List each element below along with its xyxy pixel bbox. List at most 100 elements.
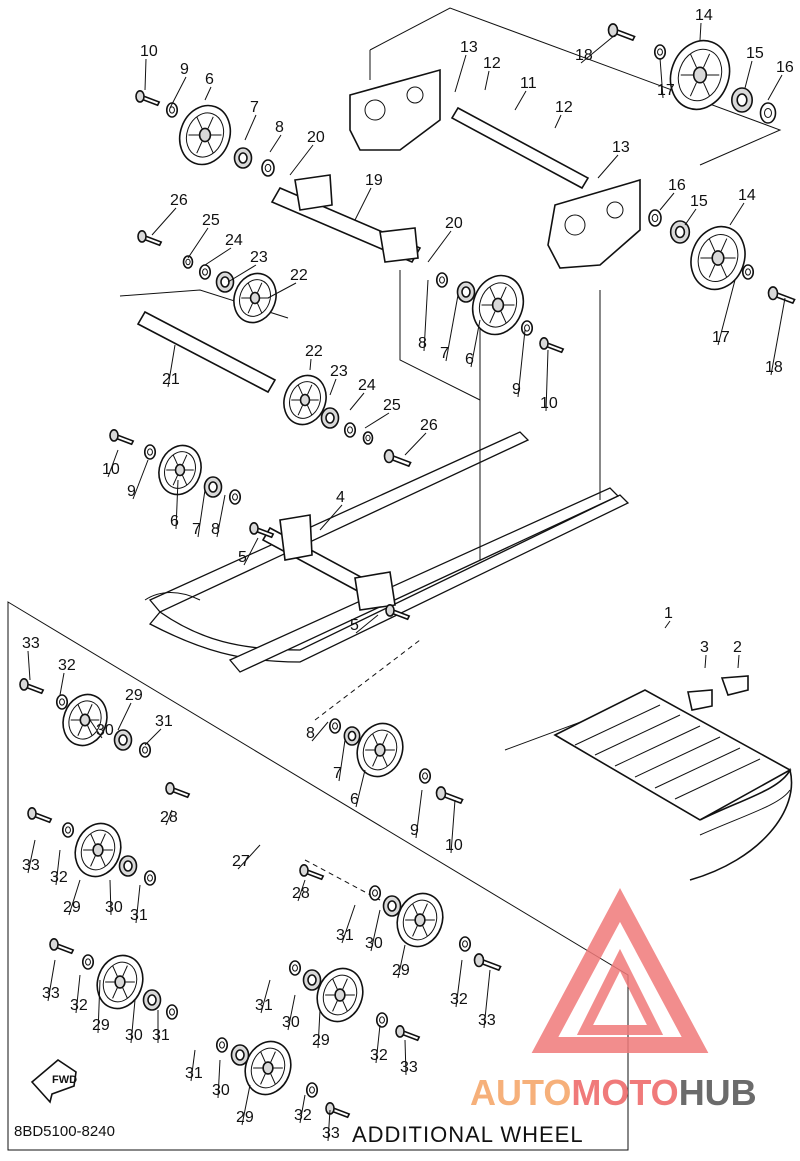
wheel-part bbox=[396, 892, 444, 948]
callout-23: 23 bbox=[330, 363, 348, 380]
callout-10: 10 bbox=[445, 837, 463, 854]
callout-leader bbox=[404, 432, 427, 456]
callout-leader bbox=[364, 412, 390, 429]
callout-30: 30 bbox=[105, 899, 123, 916]
callout-leader bbox=[445, 294, 459, 362]
callout-33: 33 bbox=[42, 985, 60, 1002]
callout-leader bbox=[55, 849, 61, 886]
callout-21: 21 bbox=[162, 371, 180, 388]
additional-wheel-box bbox=[7, 601, 629, 1151]
callout-33: 33 bbox=[400, 1059, 418, 1076]
callout-leader bbox=[355, 769, 366, 808]
callout-leader bbox=[169, 76, 187, 109]
callout-leader bbox=[454, 54, 467, 93]
callout-28: 28 bbox=[160, 809, 178, 826]
callout-10: 10 bbox=[140, 43, 158, 60]
callout-leader bbox=[144, 728, 162, 746]
automotohub-logo bbox=[531, 888, 709, 1053]
wheel-part bbox=[158, 444, 202, 496]
callout-leader bbox=[299, 1094, 306, 1124]
callout-32: 32 bbox=[58, 657, 76, 674]
ring-part bbox=[328, 718, 342, 734]
callout-leader bbox=[554, 114, 562, 129]
ring-part bbox=[288, 960, 302, 976]
callout-leader bbox=[47, 959, 56, 1002]
callout-9: 9 bbox=[127, 483, 136, 500]
ring-part bbox=[653, 44, 667, 60]
callout-leader bbox=[204, 247, 232, 266]
callout-leader bbox=[175, 479, 179, 530]
callout-32: 32 bbox=[294, 1107, 312, 1124]
callout-leader bbox=[267, 282, 297, 299]
callout-31: 31 bbox=[185, 1065, 203, 1082]
callout-leader bbox=[319, 504, 343, 531]
bolt-part bbox=[435, 786, 464, 805]
ring-part bbox=[81, 954, 95, 970]
callout-6: 6 bbox=[465, 351, 474, 368]
wheel-part bbox=[316, 967, 364, 1023]
callout-leader bbox=[187, 227, 209, 259]
callout-29: 29 bbox=[63, 899, 81, 916]
callout-leader bbox=[450, 799, 456, 854]
callout-4: 4 bbox=[336, 489, 345, 506]
callout-30: 30 bbox=[125, 1027, 143, 1044]
callout-14: 14 bbox=[738, 187, 756, 204]
box-title: ADDITIONAL WHEEL bbox=[352, 1122, 584, 1147]
bearing-part bbox=[302, 969, 322, 991]
callout-16: 16 bbox=[668, 177, 686, 194]
callout-7: 7 bbox=[440, 345, 449, 362]
fwd-label: FWD bbox=[52, 1074, 77, 1086]
bearing-part bbox=[343, 726, 361, 746]
wheel-part bbox=[233, 272, 277, 324]
callout-leader bbox=[327, 1109, 331, 1142]
callout-leader bbox=[59, 672, 65, 696]
callout-26: 26 bbox=[170, 192, 188, 209]
callout-17: 17 bbox=[657, 82, 675, 99]
callout-leader bbox=[483, 969, 491, 1029]
bearing-part bbox=[669, 220, 691, 244]
callout-29: 29 bbox=[92, 1017, 110, 1034]
callout-20: 20 bbox=[445, 215, 463, 232]
callout-27: 27 bbox=[232, 853, 250, 870]
callout-leader bbox=[415, 789, 423, 839]
callout-26: 26 bbox=[420, 417, 438, 434]
bolt-part bbox=[19, 678, 45, 695]
callout-32: 32 bbox=[450, 991, 468, 1008]
watermark-text: AUTOMOTOHUB bbox=[470, 1072, 757, 1113]
callout-32: 32 bbox=[70, 997, 88, 1014]
ring-part bbox=[368, 885, 382, 901]
callout-8: 8 bbox=[275, 119, 284, 136]
callout-leader bbox=[117, 702, 132, 731]
callout-leader bbox=[470, 319, 481, 368]
callout-31: 31 bbox=[336, 927, 354, 944]
ring-part bbox=[215, 1037, 229, 1053]
ring-part bbox=[741, 264, 755, 280]
callout-32: 32 bbox=[370, 1047, 388, 1064]
ring-part bbox=[228, 489, 242, 505]
bolt-part bbox=[325, 1102, 351, 1119]
callout-leader bbox=[545, 349, 549, 412]
callout-leader bbox=[329, 378, 337, 396]
callout-leader bbox=[135, 884, 141, 924]
callout-24: 24 bbox=[225, 232, 243, 249]
callout-12: 12 bbox=[555, 99, 573, 116]
bolt-part bbox=[249, 522, 275, 539]
callout-9: 9 bbox=[512, 381, 521, 398]
callout-leader bbox=[190, 1049, 196, 1082]
ring-part bbox=[435, 272, 449, 288]
callout-leader bbox=[704, 654, 707, 669]
slide-rails bbox=[144, 431, 630, 673]
bolt-part bbox=[165, 782, 191, 799]
wheel-part bbox=[669, 39, 731, 111]
callout-30: 30 bbox=[282, 1014, 300, 1031]
callout-22: 22 bbox=[290, 267, 308, 284]
bearing-part bbox=[730, 87, 753, 113]
ring-part bbox=[362, 431, 374, 445]
watermark-moto: MOTO bbox=[571, 1072, 678, 1113]
bearing-part bbox=[456, 281, 476, 303]
callout-16: 16 bbox=[776, 59, 794, 76]
callout-6: 6 bbox=[170, 513, 179, 530]
diagram-code: 8BD5100-8240 bbox=[14, 1123, 115, 1140]
bearing-part bbox=[118, 855, 138, 877]
callout-leader bbox=[455, 959, 463, 1008]
